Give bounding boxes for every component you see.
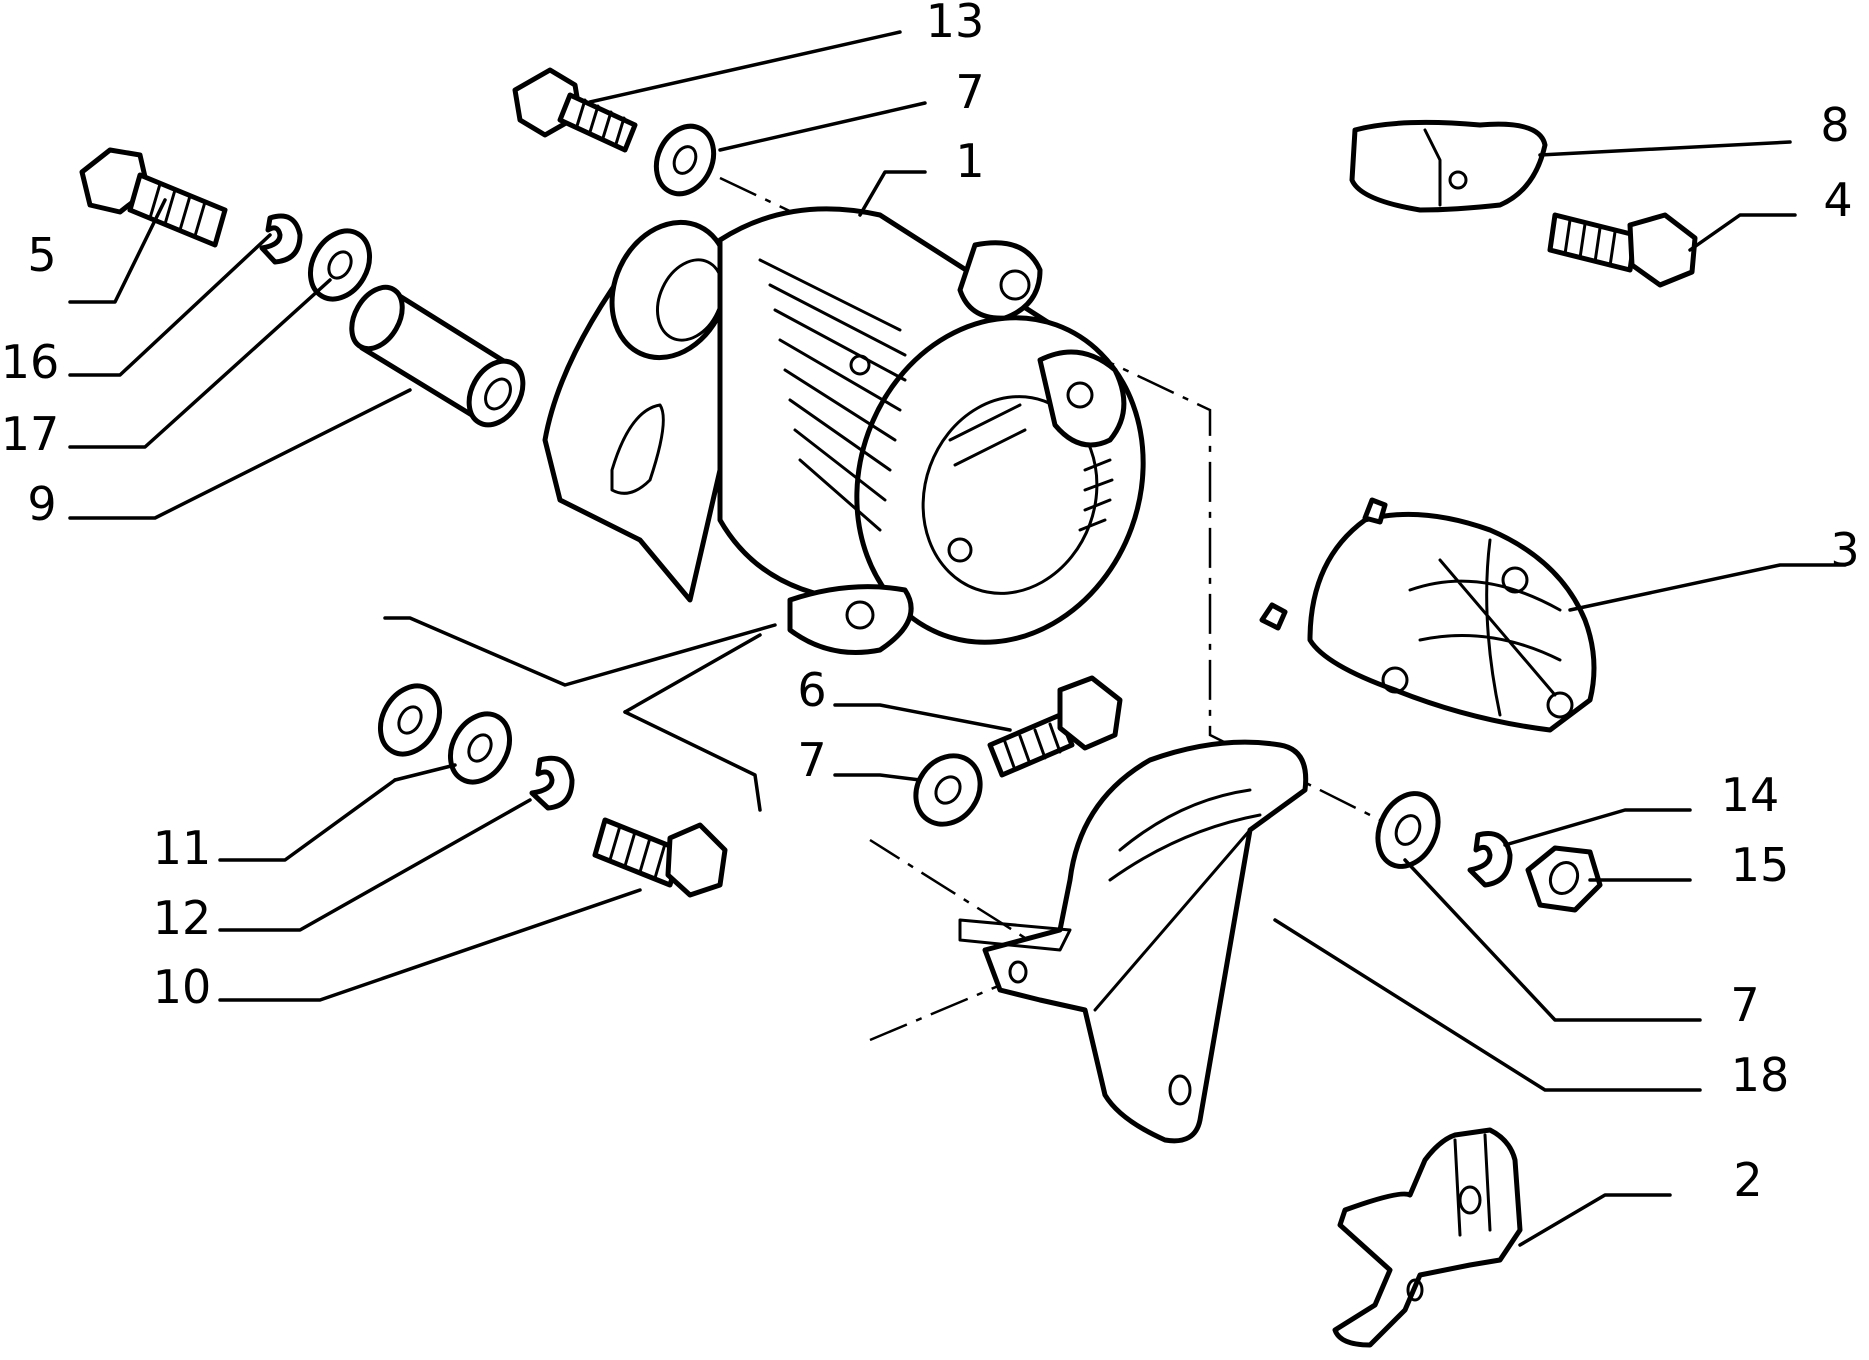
bracket-outline-lines	[383, 616, 777, 812]
callout-9: 9	[27, 477, 56, 531]
callout-8: 8	[1820, 98, 1849, 152]
callout-11: 11	[153, 821, 212, 875]
leader-lines	[68, 30, 1847, 1247]
callout-2: 2	[1733, 1153, 1762, 1207]
bolt-part-10[interactable]	[592, 817, 728, 898]
spacer-sleeve-part-9[interactable]	[341, 278, 533, 434]
callout-10: 10	[153, 960, 212, 1014]
washer-part-7-middle[interactable]	[903, 743, 993, 836]
callout-7-top: 7	[955, 65, 984, 119]
washer-part-7-top[interactable]	[646, 117, 725, 203]
callout-6: 6	[797, 663, 826, 717]
callout-16: 16	[1, 335, 60, 389]
callout-18: 18	[1731, 1048, 1790, 1102]
clamp-plate-part-8[interactable]	[1349, 119, 1548, 213]
callout-14: 14	[1721, 768, 1780, 822]
bolt-part-5[interactable]	[79, 147, 228, 248]
nut-part-15[interactable]	[1525, 845, 1603, 913]
bolt-part-4[interactable]	[1547, 212, 1698, 288]
callout-15: 15	[1731, 838, 1790, 892]
callout-5: 5	[27, 228, 56, 282]
callout-labels: 13 7 1 8 4 5 16 17 9 3 6 7 14 15 11 12 1…	[1, 0, 1860, 1207]
bolt-part-13[interactable]	[512, 67, 638, 153]
callout-17: 17	[1, 407, 60, 461]
washer-part-7-right[interactable]	[1367, 784, 1450, 877]
callout-1: 1	[955, 134, 984, 188]
cover-part-3[interactable]	[1259, 497, 1597, 733]
callout-4: 4	[1823, 173, 1852, 227]
callout-7-middle: 7	[797, 733, 826, 787]
callout-13: 13	[926, 0, 985, 48]
callout-12: 12	[153, 891, 212, 945]
bracket-part-2[interactable]	[1332, 1127, 1523, 1348]
bracket-part-18[interactable]	[958, 739, 1309, 1144]
alternator-part-1[interactable]	[542, 203, 1188, 683]
split-washer-part-14[interactable]	[1467, 831, 1513, 888]
callout-3: 3	[1830, 523, 1859, 577]
split-washer-part-12[interactable]	[529, 755, 575, 811]
callout-7-right: 7	[1730, 978, 1759, 1032]
split-washer-part-16[interactable]	[259, 213, 303, 265]
washer-pair-part-11[interactable]	[369, 675, 522, 792]
bolt-part-6[interactable]	[987, 675, 1123, 778]
